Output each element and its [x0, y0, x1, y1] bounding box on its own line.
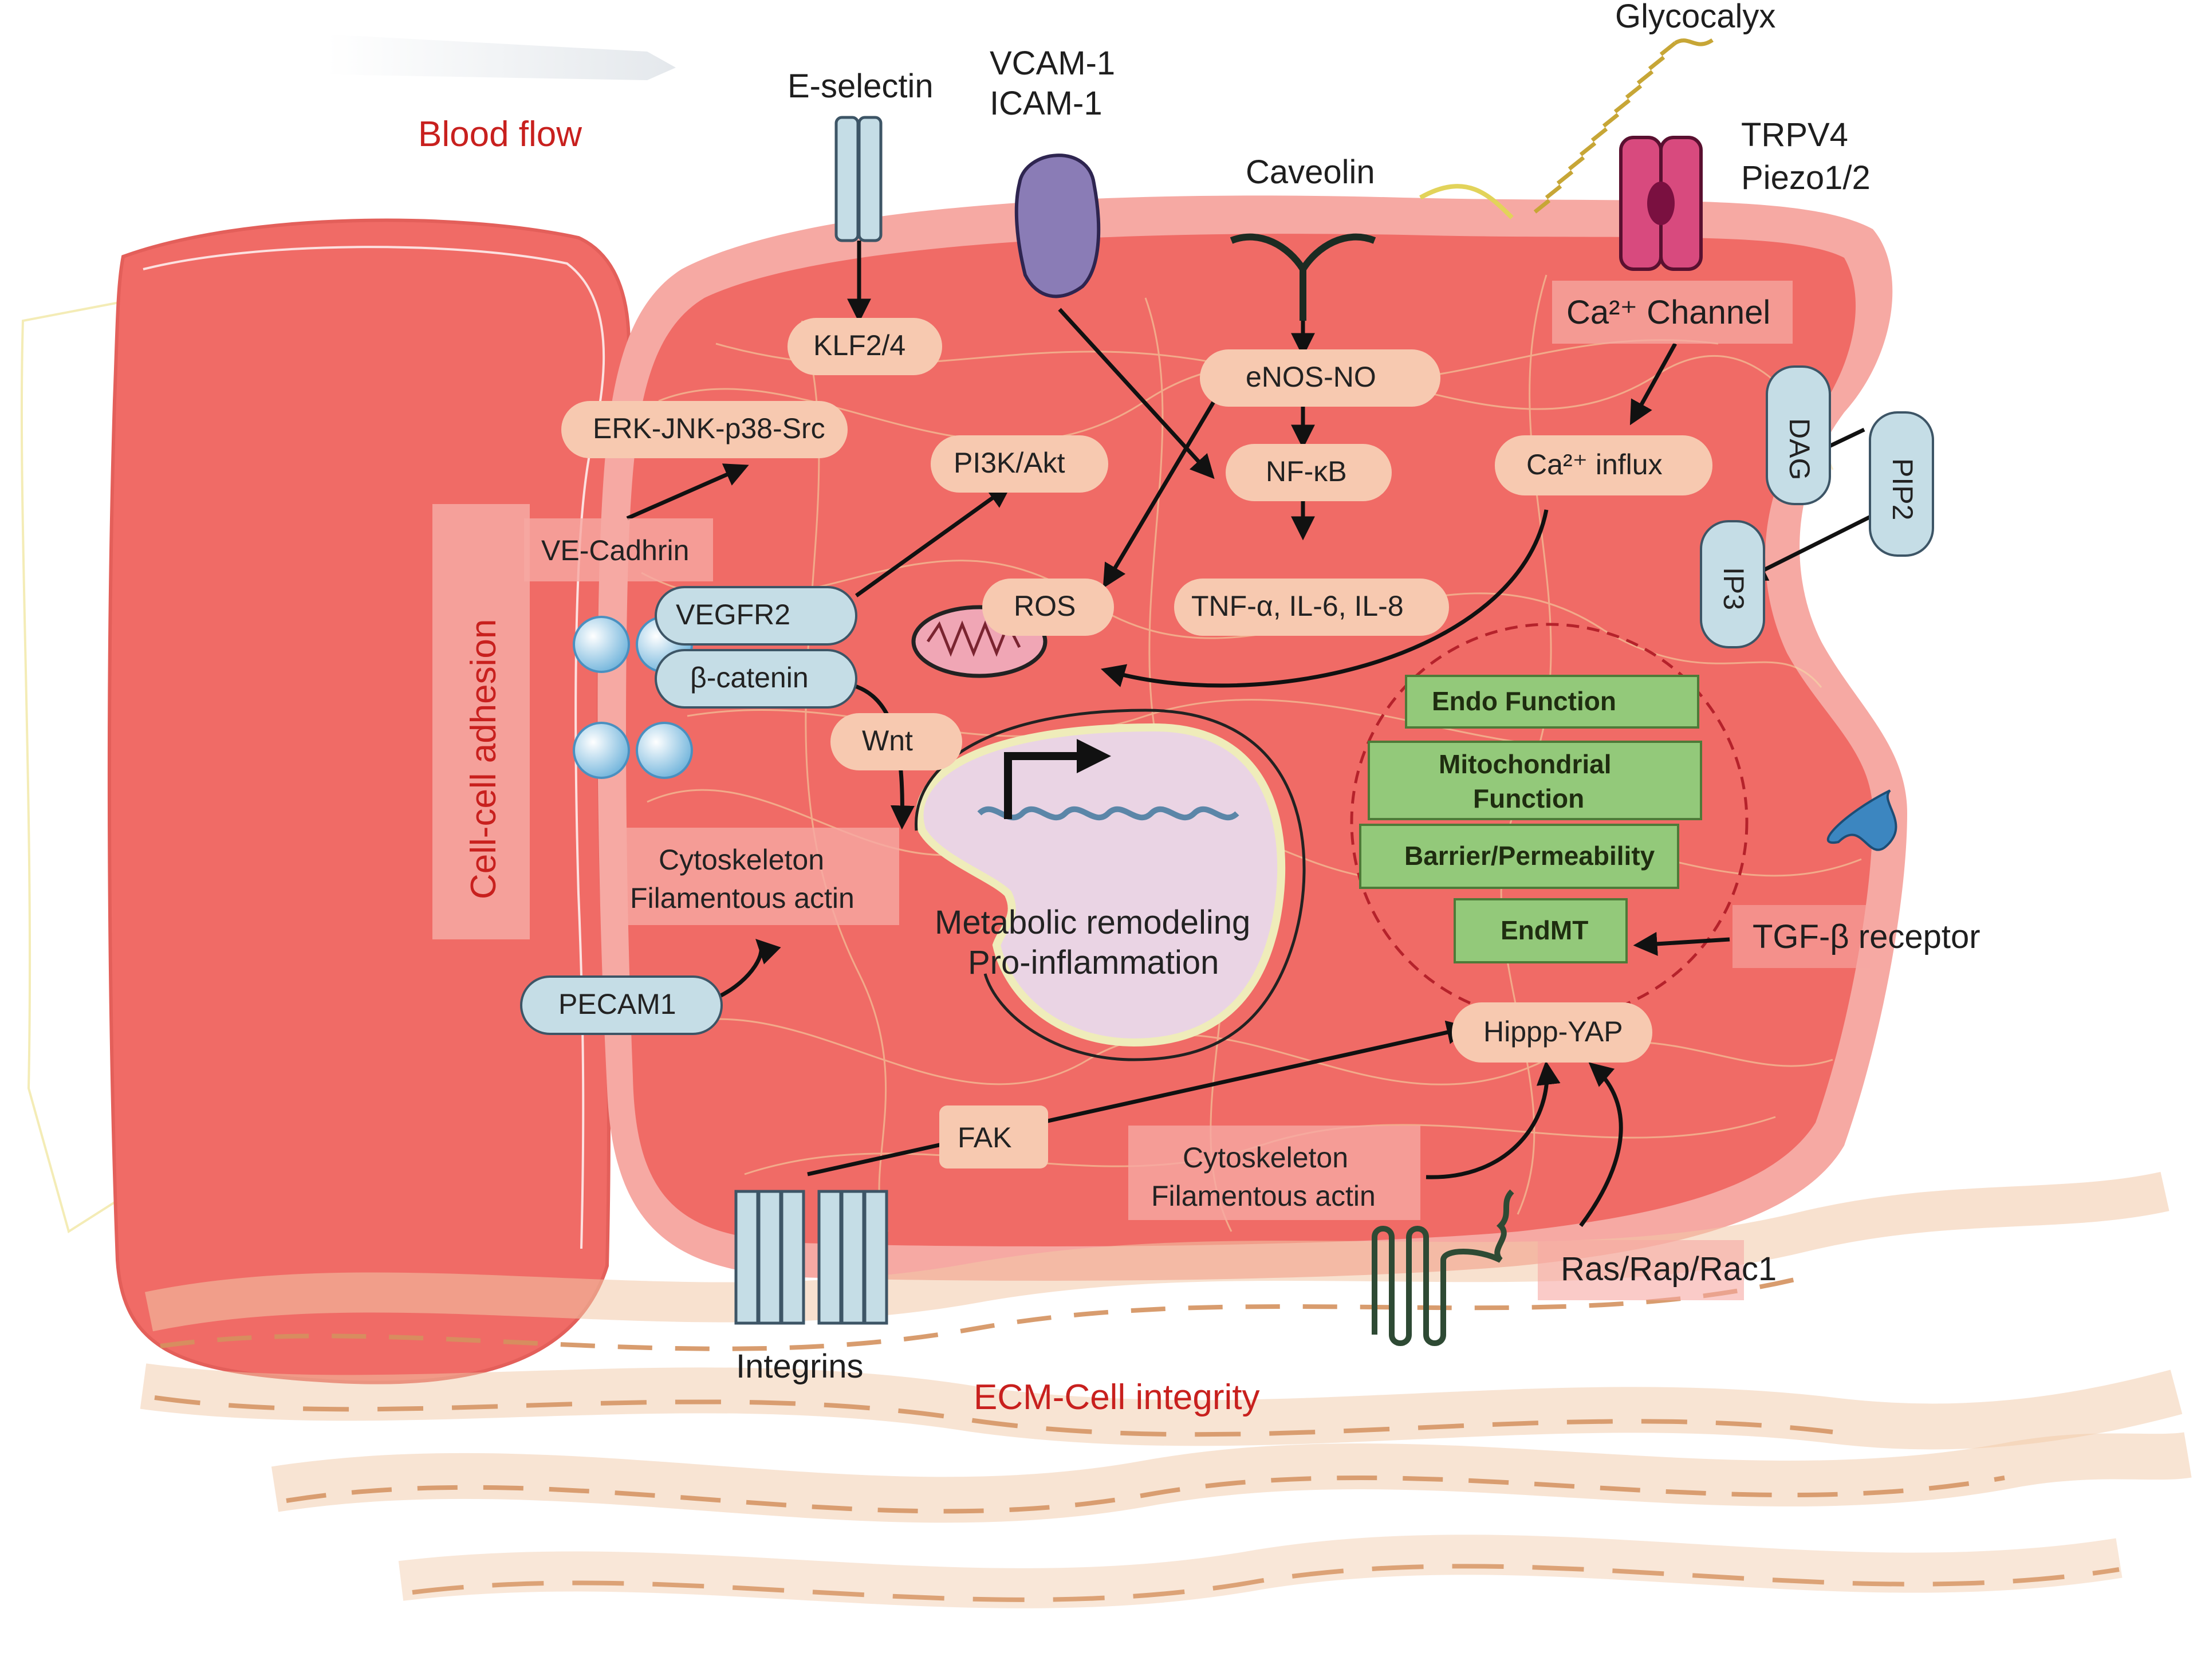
fak-box [939, 1105, 1048, 1168]
vegfr2-label: VEGFR2 [676, 599, 790, 631]
klf-pill [788, 318, 942, 375]
ve-cadherin-box [524, 518, 713, 581]
pecam1-pill [520, 975, 723, 1035]
icam-label: ICAM-1 [990, 85, 1102, 122]
cytoskeleton-1-line2: Filamentous actin [630, 882, 855, 914]
ras-receptor-coil-icon [1372, 1189, 1514, 1346]
enos-pill [1200, 349, 1440, 407]
barrier-permeability-label: Barrier/Permeability [1404, 841, 1655, 871]
caveolin-label: Caveolin [1246, 154, 1375, 191]
adhesion-beads [573, 616, 693, 779]
pip2-label: PIP2 [1887, 458, 1919, 520]
transcription-arrow-icon [1004, 752, 1077, 819]
hippo-yap-label: Hippp-YAP [1483, 1016, 1623, 1048]
tgf-receptor-label: TGF-β receptor [1753, 918, 1980, 955]
integrins-receptor [734, 1190, 888, 1325]
glycocalyx-label: Glycocalyx [1615, 0, 1775, 35]
ros-label: ROS [1014, 590, 1076, 622]
endo-function-box [1405, 675, 1699, 729]
ip3-label: IP3 [1718, 567, 1750, 610]
blood-flow-label: Blood flow [418, 115, 582, 154]
ca-channel-label: Ca²⁺ Channel [1566, 294, 1770, 331]
tnf-pill [1174, 579, 1449, 636]
wnt-label: Wnt [862, 725, 913, 757]
glycocalyx-strand [1419, 184, 1514, 219]
endo-function-label: Endo Function [1432, 686, 1616, 716]
ros-pill [982, 579, 1114, 636]
mitochondrial-function-line1: Mitochondrial [1439, 749, 1612, 779]
endmt-label: EndMT [1501, 915, 1588, 945]
outer-cell-outline [20, 296, 145, 1234]
ecm-fibers [140, 1171, 2192, 1608]
dag-label: DAG [1783, 418, 1816, 480]
piezo-label: Piezo1/2 [1741, 159, 1871, 196]
erk-label: ERK-JNK-p38-Src [593, 412, 825, 444]
dna-helix [977, 806, 1239, 821]
vegfr2-pill [655, 586, 857, 646]
cytoskeleton-box-2 [1128, 1126, 1420, 1220]
ca-influx-label: Ca²⁺ influx [1526, 448, 1663, 481]
cytoskeleton-box-1 [601, 828, 899, 925]
ve-cadherin-label: VE-Cadhrin [541, 534, 689, 566]
ras-label: Ras/Rap/Rac1 [1561, 1250, 1777, 1288]
tnf-label: TNF-α, IL-6, IL-8 [1191, 590, 1404, 622]
caveolin-icon [1230, 233, 1376, 321]
pip2-pill [1869, 411, 1934, 557]
vcam-label: VCAM-1 [990, 45, 1115, 82]
cytoskeleton-2-line2: Filamentous actin [1151, 1180, 1376, 1212]
tgf-receptor-icon [1826, 789, 1897, 851]
trpv4-channel-icon [1619, 136, 1703, 271]
ca-influx-pill [1495, 435, 1712, 495]
ras-label-box [1538, 1240, 1744, 1300]
wnt-pill [830, 713, 962, 770]
cytoskeleton-1-line1: Cytoskeleton [659, 844, 824, 876]
nucleus-line2: Pro-inflammation [968, 944, 1219, 981]
fak-label: FAK [958, 1122, 1011, 1154]
e-selectin-label: E-selectin [788, 68, 934, 105]
dag-pill [1766, 365, 1831, 505]
cell-cell-adhesion-label: Cell-cell adhesion [464, 619, 503, 899]
trpv4-label: TRPV4 [1741, 116, 1848, 154]
nfkb-label: NF-κB [1266, 455, 1347, 487]
hippo-yap-pill [1452, 1002, 1652, 1063]
mitochondrial-function-line2: Function [1473, 784, 1584, 813]
vcam-icam-receptor [1014, 154, 1101, 298]
mitochondrial-function-box [1368, 741, 1702, 820]
barrier-permeability-box [1359, 824, 1679, 889]
nfkb-pill [1226, 444, 1392, 501]
ecm-cell-integrity-label: ECM-Cell integrity [974, 1378, 1260, 1417]
ca-channel-box [1552, 281, 1793, 344]
erk-pill [561, 401, 848, 458]
tgf-label-box [1732, 905, 1870, 968]
nucleus-line1: Metabolic remodeling [935, 904, 1250, 941]
cell-cell-adhesion-box [432, 504, 530, 939]
e-selectin-receptor [834, 116, 883, 242]
endmt-box [1454, 898, 1628, 963]
enos-label: eNOS-NO [1246, 361, 1376, 393]
beta-catenin-pill [655, 649, 857, 709]
transcription-arrowhead [1077, 739, 1111, 773]
glycocalyx-coil [1533, 38, 1714, 214]
beta-catenin-label: β-catenin [690, 662, 809, 694]
pi3k-label: PI3K/Akt [954, 447, 1065, 479]
blood-flow-arrow [326, 34, 676, 80]
left-cell [107, 218, 631, 1384]
klf-label: KLF2/4 [813, 329, 905, 361]
integrins-label: Integrins [736, 1348, 863, 1385]
pi3k-pill [931, 435, 1108, 493]
ip3-pill [1700, 520, 1765, 648]
cytoskeleton-2-line1: Cytoskeleton [1183, 1142, 1348, 1174]
pecam1-label: PECAM1 [558, 988, 676, 1020]
